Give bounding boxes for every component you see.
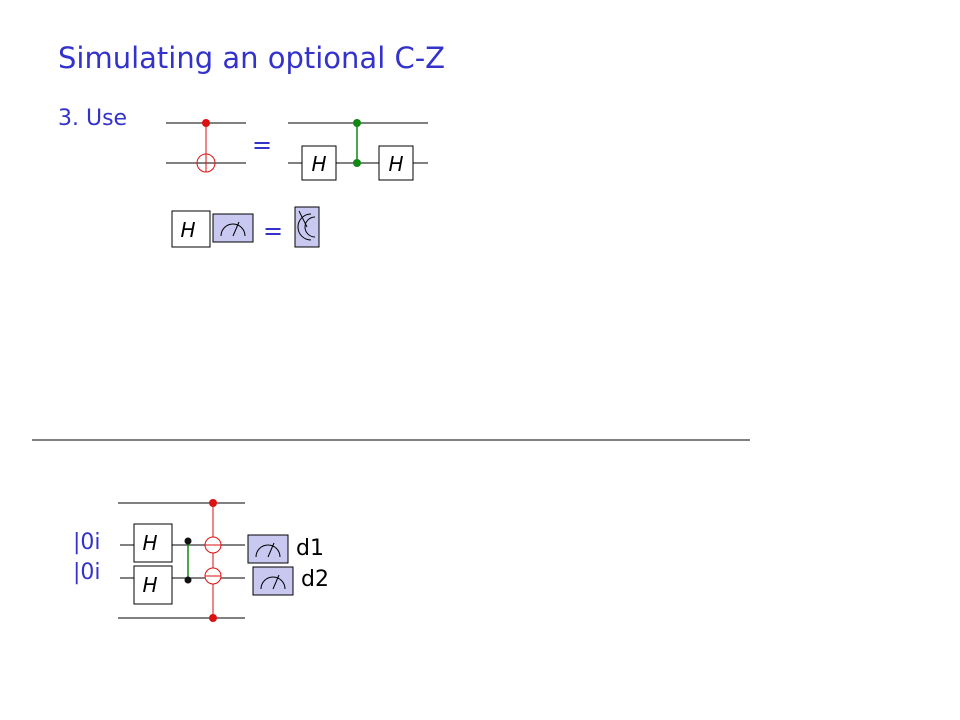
- equals-sign: =: [263, 217, 283, 245]
- h-gate-label: H: [180, 218, 195, 242]
- h-gate: [378, 145, 414, 181]
- control-dot: [209, 499, 217, 507]
- circle-plus-icon: [196, 153, 216, 173]
- meter-dial-icon: [212, 213, 254, 243]
- cnot-circuit: [166, 119, 246, 173]
- h-gate: [133, 565, 173, 605]
- step-label: 3. Use: [58, 106, 128, 131]
- control-dot: [353, 119, 361, 127]
- equation-measure: H =: [171, 206, 320, 248]
- equation-cnot: = H H: [166, 119, 428, 181]
- bottom-circuit: |0i |0i H H: [73, 499, 329, 622]
- h-gate: [133, 523, 173, 563]
- detector-label-1: d1: [296, 536, 324, 561]
- control-dot: [184, 576, 192, 584]
- hcz-circuit: H H: [288, 119, 428, 181]
- meter-dial-icon: [252, 566, 294, 596]
- h-gate: [301, 145, 337, 181]
- detector-label-2: d2: [301, 567, 329, 592]
- control-dot: [209, 614, 217, 622]
- h-gate-label: H: [142, 573, 157, 597]
- meter-dial-icon: [247, 534, 289, 564]
- control-dot: [353, 159, 361, 167]
- h-gate-label: H: [311, 152, 326, 176]
- control-dot: [202, 119, 210, 127]
- h-gate: [171, 210, 211, 248]
- equals-sign: =: [252, 131, 272, 159]
- slide-title: Simulating an optional C-Z: [58, 41, 446, 75]
- input-state-2: |0i: [73, 560, 101, 585]
- control-dot: [184, 537, 192, 545]
- h-gate-label: H: [142, 531, 157, 555]
- input-state-1: |0i: [73, 530, 101, 555]
- bracket-detector-icon: [294, 206, 320, 248]
- h-gate-label: H: [388, 152, 403, 176]
